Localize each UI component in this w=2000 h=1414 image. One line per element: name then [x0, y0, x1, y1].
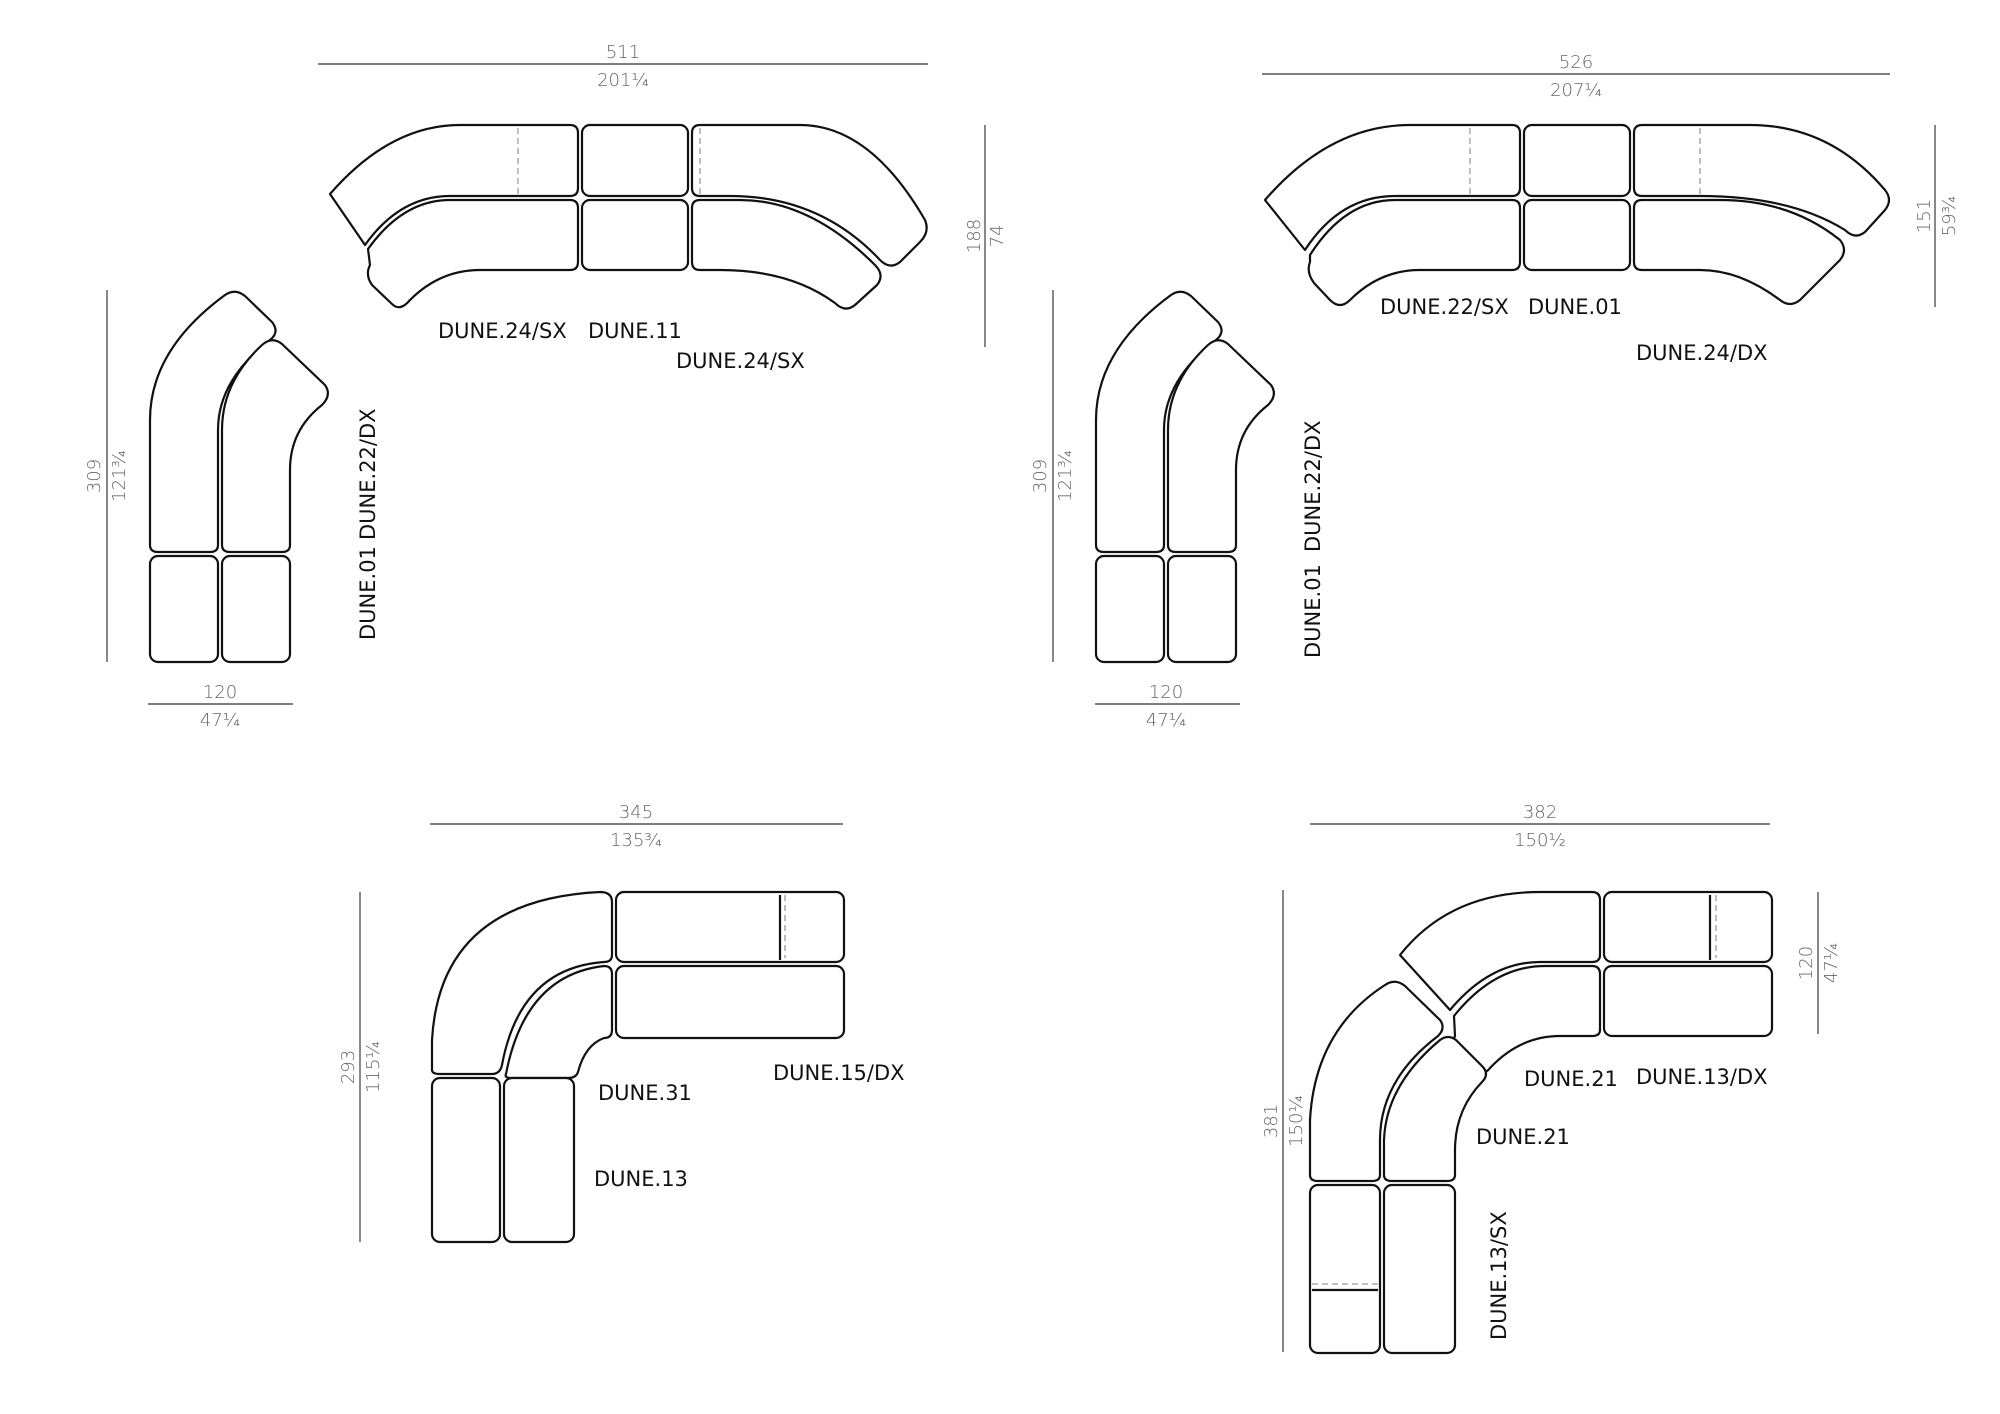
width-in: 207¼ — [1550, 80, 1602, 101]
height-in: 150¼ — [1286, 1095, 1307, 1147]
height-cm: 151 — [1914, 199, 1935, 233]
module-label: DUNE.13/DX — [1636, 1065, 1768, 1089]
sofa-modules — [328, 123, 928, 310]
height-cm: 381 — [1261, 1104, 1282, 1138]
sofa-modules — [1263, 123, 1891, 307]
module-label: DUNE.24/SX — [438, 319, 567, 343]
height-in: 59¾ — [1939, 196, 1960, 236]
module-label: DUNE.22/SX — [1380, 295, 1509, 319]
sofa-modules — [430, 890, 846, 1244]
module-label: DUNE.22/DX — [356, 408, 380, 540]
height-in: 115¼ — [363, 1041, 384, 1093]
sofa-modules — [148, 290, 329, 664]
height-in: 121¾ — [1055, 450, 1076, 502]
width-cm: 511 — [606, 42, 640, 63]
module-label: DUNE.24/DX — [1636, 341, 1768, 365]
height-cm: 309 — [84, 459, 105, 493]
width-cm: 382 — [1523, 802, 1557, 823]
width-in: 47¼ — [1146, 710, 1186, 731]
width-cm: 120 — [203, 682, 237, 703]
height-cm: 293 — [338, 1050, 359, 1084]
sofa-modules — [1094, 290, 1275, 664]
module-label: DUNE.22/DX — [1301, 420, 1325, 552]
module-label: DUNE.21 — [1524, 1067, 1618, 1091]
module-label: DUNE.21 — [1476, 1125, 1570, 1149]
width-in: 201¼ — [597, 70, 649, 91]
module-label: DUNE.24/SX — [676, 349, 805, 373]
height-in: 121¾ — [109, 450, 130, 502]
module-label: DUNE.01 — [1528, 295, 1622, 319]
module-label: DUNE.01 — [1301, 564, 1325, 658]
module-label: DUNE.13/SX — [1487, 1211, 1511, 1340]
width-in: 150½ — [1514, 830, 1566, 851]
module-label: DUNE.15/DX — [773, 1061, 905, 1085]
width-cm: 120 — [1149, 682, 1183, 703]
layout-5: 345 135¾ 293 115¼ DUNE.31 DUNE.15/DX DUN… — [338, 802, 905, 1244]
module-label: DUNE.31 — [598, 1081, 692, 1105]
width-in: 135¾ — [610, 830, 662, 851]
layout-2: 526 207¼ 151 59¾ DUNE.22/SX DUNE.01 DUNE… — [1262, 52, 1960, 365]
side-in: 47¼ — [1821, 943, 1842, 983]
sofa-modules — [1308, 890, 1774, 1355]
height-in: 74 — [987, 225, 1008, 248]
module-label: DUNE.13 — [594, 1167, 688, 1191]
module-label: DUNE.11 — [588, 319, 682, 343]
width-in: 47¼ — [200, 710, 240, 731]
layout-4: 309 121¾ 120 47¼ DUNE.01 DUNE.22/DX — [1030, 290, 1325, 731]
layout-6: 382 150½ 381 150¼ 120 47¼ DUNE.21 DU — [1261, 802, 1842, 1355]
layout-3: 309 121¾ 120 47¼ DUNE.01 DUNE.22/DX — [84, 290, 380, 731]
module-label: DUNE.01 — [356, 546, 380, 640]
width-cm: 345 — [619, 802, 653, 823]
side-cm: 120 — [1796, 946, 1817, 980]
height-cm: 309 — [1030, 459, 1051, 493]
layout-1: 511 201¼ 188 74 DUNE.24/SX DUNE.11 DUNE.… — [318, 42, 1008, 373]
width-cm: 526 — [1559, 52, 1593, 73]
height-cm: 188 — [964, 219, 985, 253]
